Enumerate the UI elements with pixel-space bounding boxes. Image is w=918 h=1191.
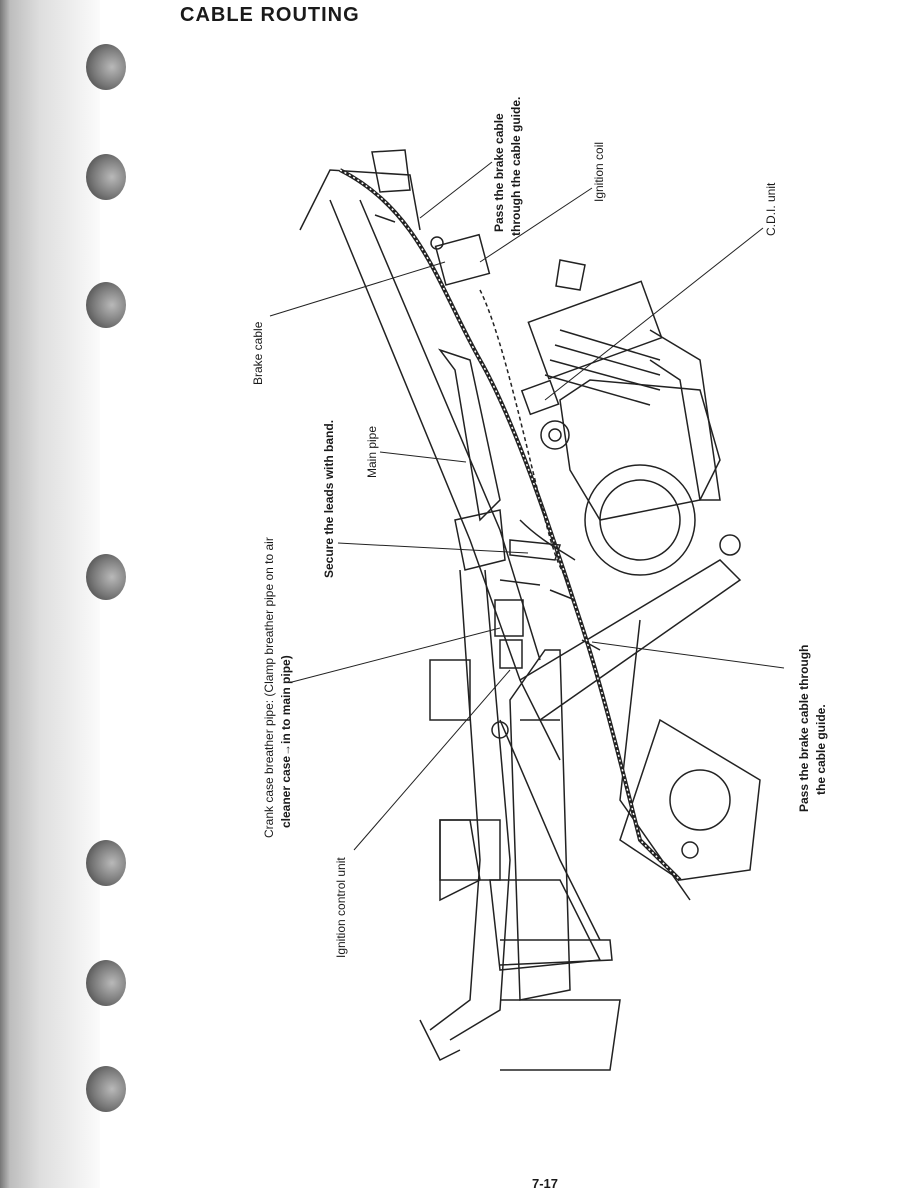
svg-text:Pass the brake cable through: Pass the brake cable through bbox=[797, 645, 811, 812]
label-main-pipe: Main pipe bbox=[365, 426, 379, 478]
label-secure-leads: Secure the leads with band. bbox=[322, 420, 336, 578]
binder-hole bbox=[86, 960, 126, 1006]
svg-text:Pass the brake cable: Pass the brake cable bbox=[492, 113, 506, 232]
label-ignition-coil: Ignition coil bbox=[592, 142, 606, 202]
binder-hole bbox=[86, 1066, 126, 1112]
svg-text:cleaner case→in to main pipe): cleaner case→in to main pipe) bbox=[279, 655, 293, 828]
label-pass-brake-cable-bottom: Pass the brake cable through the cable g… bbox=[797, 645, 828, 812]
svg-text:Crank case breather pipe: (Cla: Crank case breather pipe: (Clamp breathe… bbox=[262, 537, 276, 838]
binder-spine bbox=[0, 0, 100, 1188]
page-number: 7-17 bbox=[532, 1176, 559, 1191]
label-brake-cable: Brake cable bbox=[251, 321, 265, 385]
ignition-coil-drawing bbox=[430, 233, 491, 286]
leader-lines bbox=[269, 161, 785, 851]
binder-hole bbox=[86, 554, 126, 600]
svg-text:through the cable guide.: through the cable guide. bbox=[509, 97, 523, 236]
svg-text:the cable guide.: the cable guide. bbox=[814, 704, 828, 795]
brake-cable-drawing bbox=[339, 168, 682, 882]
binder-hole bbox=[86, 154, 126, 200]
engine-drawing bbox=[439, 259, 761, 881]
label-ignition-control-unit: Ignition control unit bbox=[334, 857, 348, 958]
binder-hole bbox=[86, 282, 126, 328]
label-crank-case-breather: Crank case breather pipe: (Clamp breathe… bbox=[262, 537, 293, 838]
page-title: CABLE ROUTING bbox=[180, 4, 360, 26]
binder-hole bbox=[86, 840, 126, 886]
wire-harness-drawing bbox=[479, 289, 576, 601]
ignition-control-unit-drawing bbox=[494, 599, 524, 669]
frame-drawing bbox=[299, 149, 742, 1041]
binder-hole bbox=[86, 44, 126, 90]
label-pass-brake-cable-top: Pass the brake cable through the cable g… bbox=[492, 97, 523, 236]
label-cdi-unit: C.D.I. unit bbox=[764, 182, 778, 236]
muffler-drawing bbox=[419, 649, 621, 1071]
cdi-unit-drawing bbox=[520, 379, 560, 416]
